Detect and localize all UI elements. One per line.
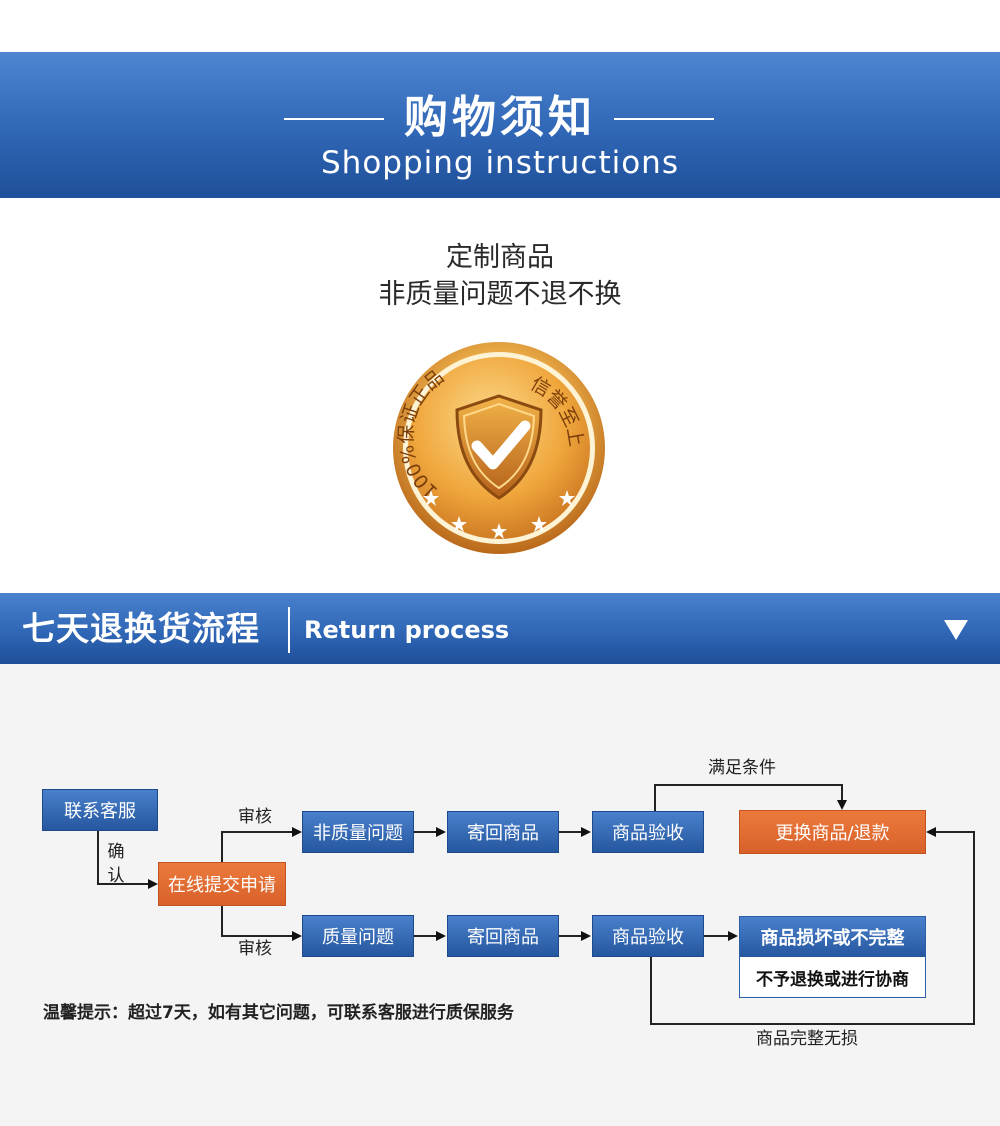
notice-line-2: 非质量问题不退不换: [378, 279, 622, 310]
chevron-down-icon[interactable]: [944, 620, 968, 640]
shield-icon: [455, 394, 543, 500]
exchange-refund-step: 更换商品/退款: [739, 810, 926, 854]
genuine-guarantee-badge: 100%保证正品 信誉至上: [393, 342, 605, 554]
arrow-to-non-quality: [221, 827, 302, 862]
condition-label: 满足条件: [708, 758, 776, 778]
inspect-step-bottom: 商品验收: [592, 915, 704, 957]
star-icons: [423, 490, 575, 539]
damaged-label: 商品损坏或不完整: [740, 917, 925, 957]
no-return-label: 不予退换或进行协商: [756, 969, 909, 990]
section-title: 七天退换货流程: [22, 609, 260, 648]
damaged-outcome-card: 商品损坏或不完整 不予退换或进行协商: [739, 916, 926, 998]
non-quality-issue-step: 非质量问题: [302, 811, 414, 853]
title-right-rule: [614, 118, 714, 120]
intact-label: 商品完整无损: [756, 1029, 858, 1049]
page-subtitle: Shopping instructions: [321, 145, 679, 181]
title-left-rule: [284, 118, 384, 120]
review-label-top: 审核: [238, 807, 272, 827]
section-subtitle: Return process: [304, 616, 510, 644]
review-label-bottom: 审核: [238, 939, 272, 959]
arrow-to-quality: [221, 906, 302, 941]
confirm-label-1: 确: [107, 842, 125, 862]
check-icon: [471, 420, 531, 470]
quality-issue-step: 质量问题: [302, 915, 414, 957]
inspect-step-top: 商品验收: [592, 811, 704, 853]
arrow-intact-loop: [650, 827, 975, 1025]
send-back-step-top: 寄回商品: [447, 811, 559, 853]
page-title: 购物须知: [404, 92, 596, 143]
arrow-contact-to-submit: [97, 830, 158, 889]
shield-inner-outline: [462, 402, 536, 490]
section-title-divider: [288, 607, 290, 653]
contact-service-step: 联系客服: [42, 789, 158, 831]
arrow-condition: [654, 784, 847, 811]
shopping-instructions-banner: [0, 52, 1000, 198]
notice-line-1: 定制商品: [446, 242, 554, 273]
warm-tip: 温馨提示：超过7天，如有其它问题，可联系客服进行质保服务: [43, 1003, 514, 1023]
send-back-step-bottom: 寄回商品: [447, 915, 559, 957]
return-process-banner: [0, 593, 1000, 664]
submit-application-step: 在线提交申请: [158, 862, 286, 906]
confirm-label-2: 认: [107, 866, 125, 886]
